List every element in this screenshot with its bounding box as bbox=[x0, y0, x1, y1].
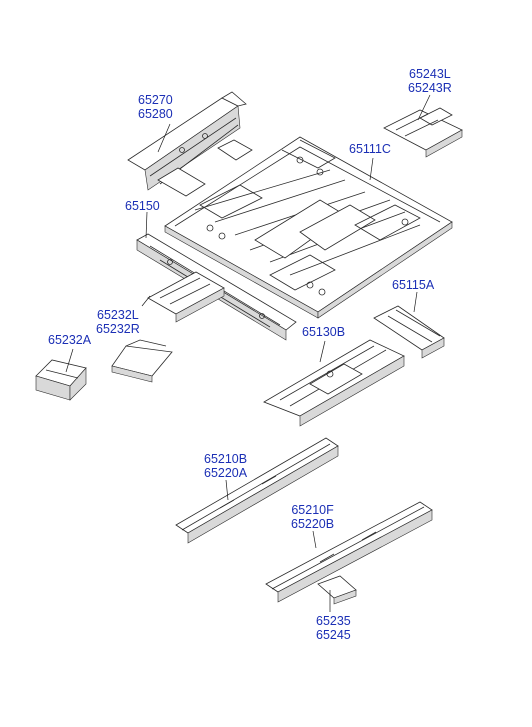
part-number: 65245 bbox=[316, 628, 351, 642]
bracket-65232-drawing bbox=[111, 339, 173, 383]
rail-65210b-drawing bbox=[175, 437, 339, 544]
cross-member-65130b-drawing bbox=[263, 339, 405, 427]
part-number: 65130B bbox=[302, 325, 346, 339]
part-number: 65270 bbox=[138, 93, 173, 107]
part-number: 65243R bbox=[408, 81, 452, 95]
part-label-65210b: 65210B 65220A bbox=[204, 452, 247, 480]
rear-member-drawing bbox=[127, 91, 253, 197]
part-number: 65243L bbox=[409, 67, 451, 81]
part-number: 65210F bbox=[291, 503, 334, 517]
part-label-65235: 65235 65245 bbox=[316, 614, 351, 642]
part-label-65270: 65270 65280 bbox=[138, 93, 173, 121]
part-label-65243: 65243L 65243R bbox=[408, 67, 452, 95]
bracket-65115a-drawing bbox=[373, 305, 445, 359]
bracket-65235-drawing bbox=[317, 575, 357, 605]
part-label-65232a: 65232A bbox=[48, 333, 91, 347]
leader-lines bbox=[65, 94, 431, 612]
part-label-65115a: 65115A bbox=[392, 278, 434, 292]
part-label-65150: 65150 bbox=[125, 199, 160, 213]
part-label-65232: 65232L 65232R bbox=[96, 308, 140, 336]
bracket-65232a-drawing bbox=[35, 359, 87, 401]
bracket-65243-drawing bbox=[383, 107, 463, 158]
part-number: 65111C bbox=[349, 142, 391, 156]
part-number: 65115A bbox=[392, 278, 435, 292]
part-number: 65150 bbox=[125, 199, 160, 213]
part-label-65130b: 65130B bbox=[302, 325, 345, 339]
part-number: 65210B bbox=[204, 452, 248, 466]
part-number: 65232R bbox=[96, 322, 140, 336]
side-member-drawing bbox=[136, 233, 297, 341]
part-number: 65280 bbox=[138, 107, 173, 121]
floor-panel-drawing bbox=[164, 136, 453, 319]
part-number: 65235 bbox=[316, 614, 351, 628]
part-number: 65220B bbox=[291, 517, 335, 531]
part-label-65111c: 65111C bbox=[349, 142, 391, 156]
part-label-65210f: 65210F 65220B bbox=[291, 503, 334, 531]
part-number: 65232L bbox=[97, 308, 139, 322]
rail-65210f-drawing bbox=[265, 501, 433, 603]
part-number: 65232A bbox=[48, 333, 92, 347]
part-number: 65220A bbox=[204, 466, 248, 480]
